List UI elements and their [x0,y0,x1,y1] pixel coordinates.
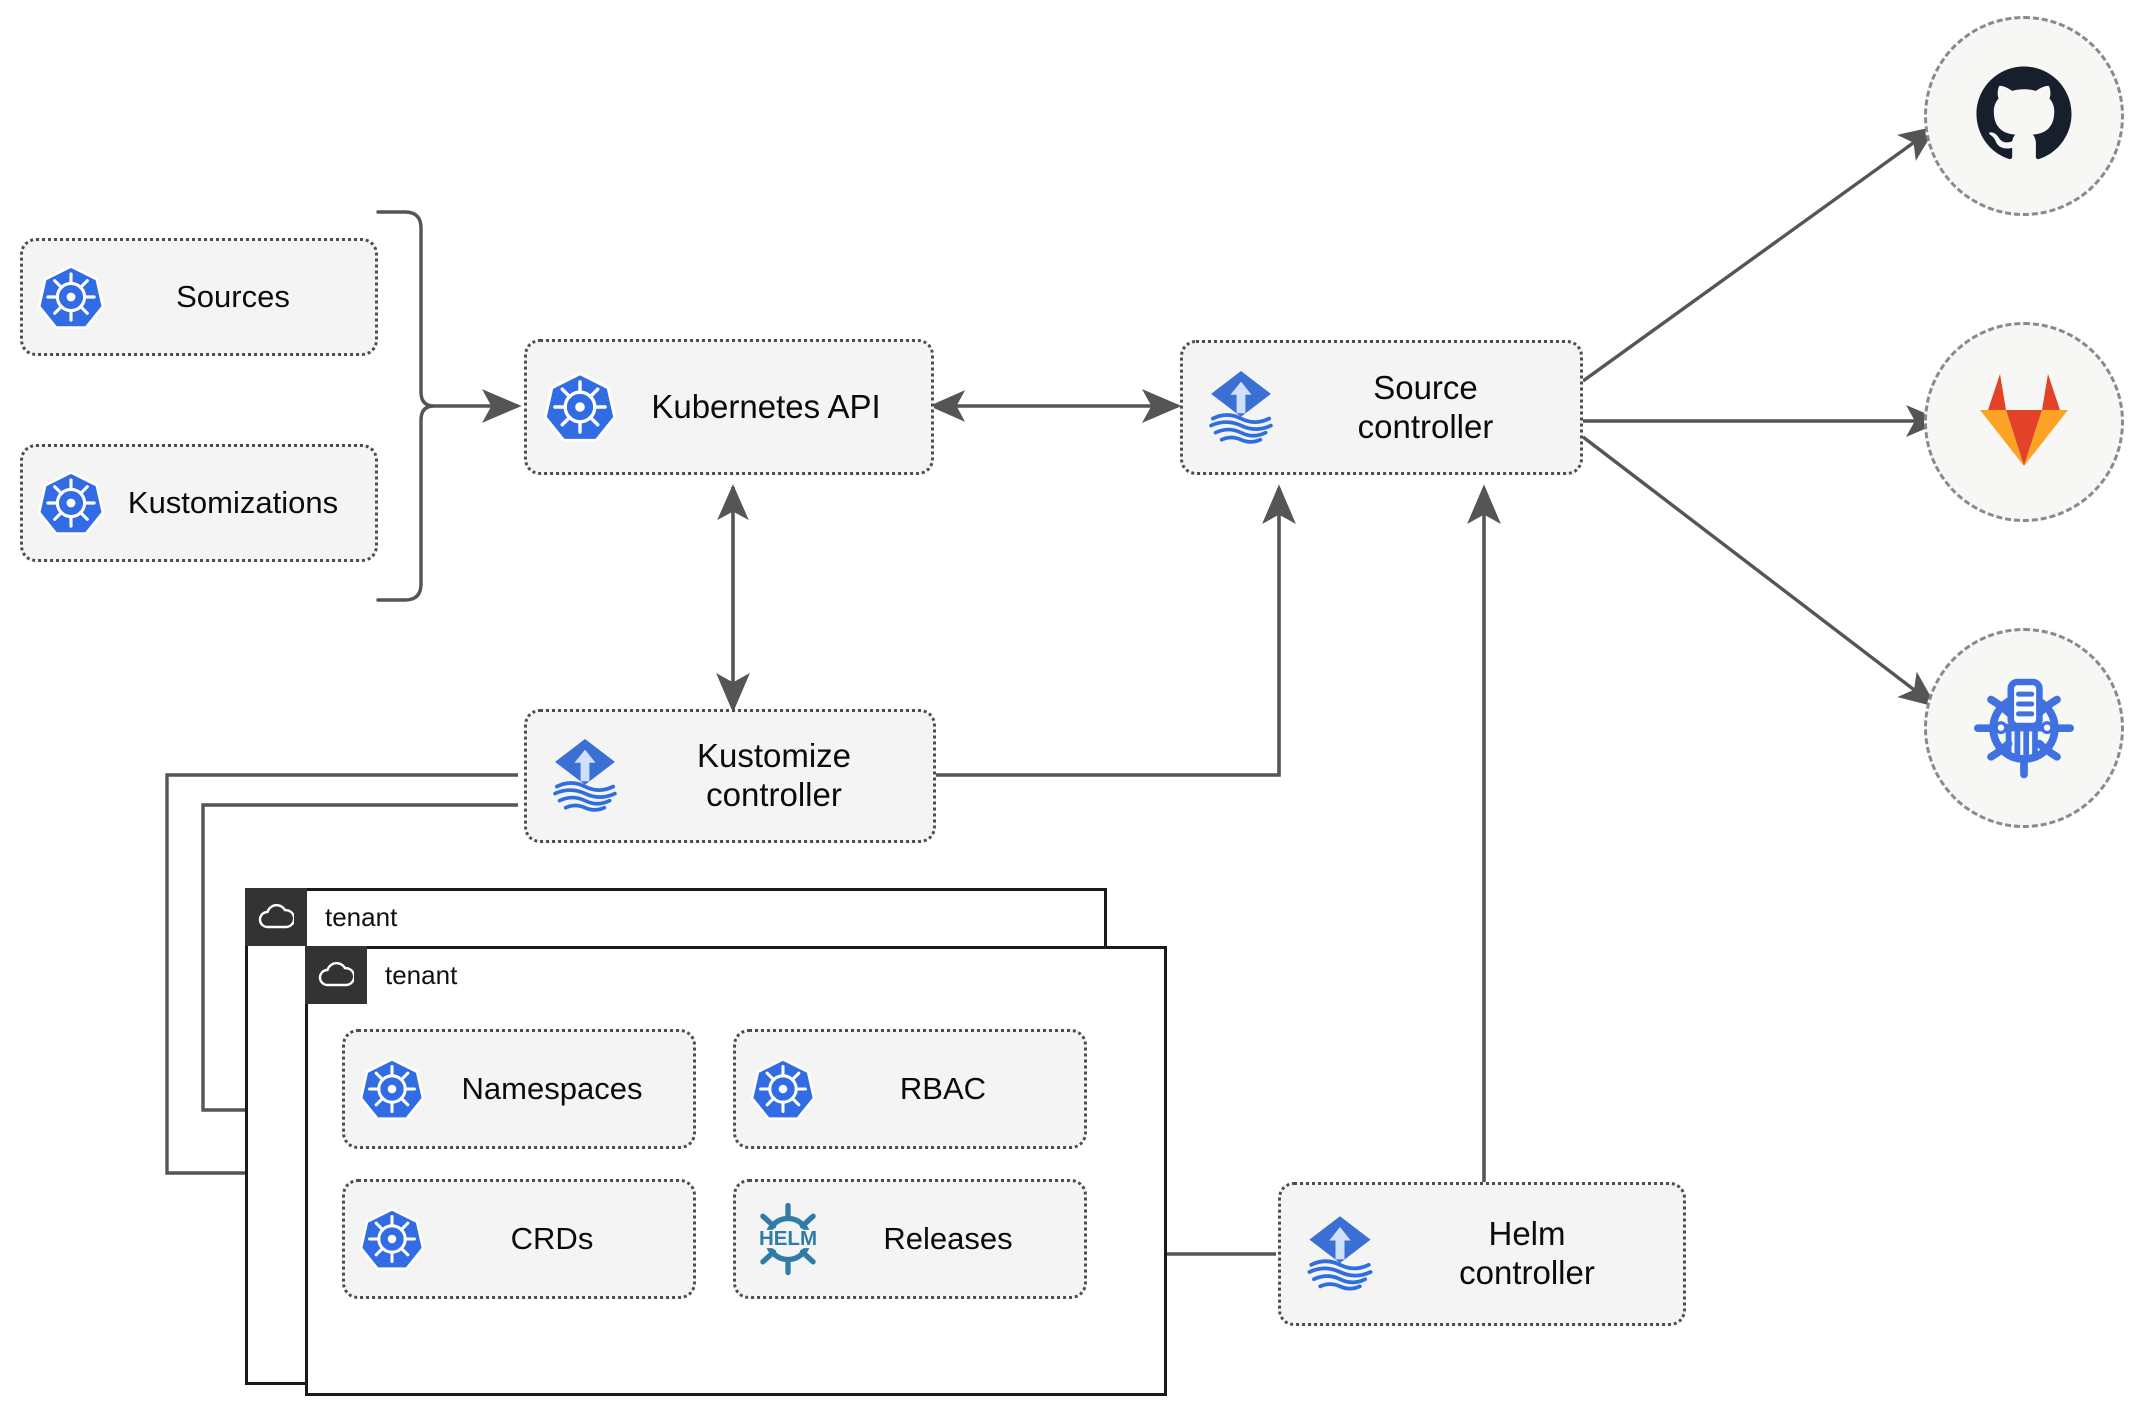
node-releases[interactable]: HELM Releases [733,1179,1087,1299]
cloud-icon [305,946,367,1004]
edge-sources-bracket [376,210,435,602]
kubernetes-icon [543,370,617,444]
node-rbac[interactable]: RBAC [733,1029,1087,1149]
gitlab-icon [1972,370,2076,475]
node-sources[interactable]: Sources [20,238,378,356]
node-label: Namespaces [461,1070,643,1106]
edge-kustomize-to-source-controller [936,484,1296,777]
kubernetes-icon [750,1056,816,1122]
node-label: Releases [883,1220,1013,1256]
edge-source-controller-to-helm-repository [1581,435,1937,708]
node-label: RBAC [899,1070,987,1106]
kubernetes-icon [359,1206,425,1272]
edge-source-controller-to-github [1582,126,1937,383]
kubernetes-icon [359,1056,425,1122]
kubernetes-icon [37,263,105,331]
kubernetes-icon [37,469,105,537]
external-gitlab[interactable] [1924,322,2124,522]
node-label: Kubernetes API [651,387,881,425]
node-helm-controller[interactable]: Helm controller [1278,1182,1686,1326]
tenant-label: tenant [325,902,398,932]
node-crds[interactable]: CRDs [342,1179,696,1299]
node-label: Kustomize controller [696,737,852,813]
node-source-controller[interactable]: Source controller [1180,340,1583,475]
node-namespaces[interactable]: Namespaces [342,1029,696,1149]
helm-chart-repository-icon [1969,671,2079,786]
flux-icon [541,732,629,820]
tenant-label: tenant [385,960,458,990]
external-github[interactable] [1924,16,2124,216]
node-kubernetes-api[interactable]: Kubernetes API [524,339,934,475]
node-label: CRDs [510,1220,594,1256]
github-icon [1970,60,2078,173]
node-label: Helm controller [1459,1215,1595,1291]
node-kustomizations[interactable]: Kustomizations [20,444,378,562]
node-kustomize-controller[interactable]: Kustomize controller [524,709,936,843]
tenant-frame-2[interactable] [305,946,1167,1396]
node-label: Source controller [1357,368,1494,445]
svg-text:HELM: HELM [759,1227,817,1250]
external-helm-repository[interactable] [1924,628,2124,828]
tenant-tab-1[interactable]: tenant [245,888,397,946]
helm-icon: HELM [750,1201,826,1277]
tenant-tab-2[interactable]: tenant [305,946,457,1004]
node-label: Sources [176,278,290,314]
node-label: Kustomizations [127,484,339,520]
flux-icon [1295,1209,1385,1299]
cloud-icon [245,888,307,946]
flux-icon [1197,364,1285,452]
